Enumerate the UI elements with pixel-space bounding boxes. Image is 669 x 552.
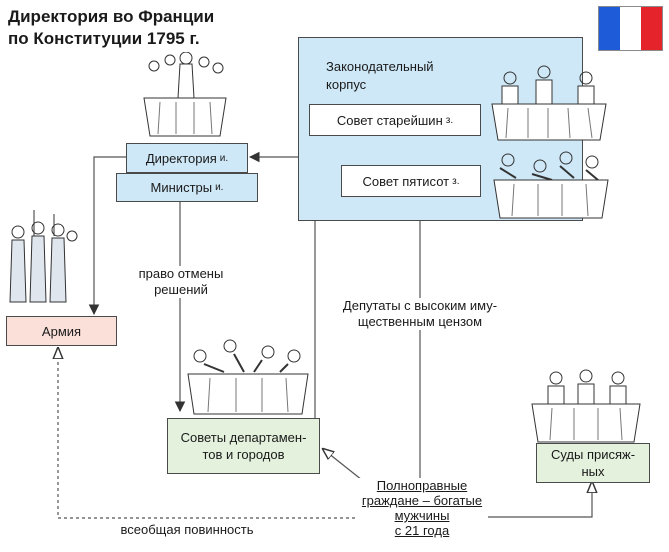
army-box: Армия	[6, 316, 117, 346]
army-soldiers-illustration	[9, 210, 78, 303]
diagram-title: Директория во Франции по Конституции 179…	[8, 6, 214, 50]
juries-line-2: ных	[581, 464, 605, 479]
deputies-label: Депутаты с высоким иму- щественным цензо…	[328, 298, 512, 330]
veto-right-label: право отмены решений	[128, 266, 234, 298]
arrow-citizens-to-juries	[484, 482, 592, 518]
flag-stripe-blue	[599, 7, 620, 50]
flag-stripe-red	[641, 7, 662, 50]
veto-line-1: право отмены	[138, 266, 224, 281]
ministers-mark: и.	[215, 182, 224, 193]
arrow-citizens-to-councils	[323, 449, 363, 481]
councils-line-1: Советы департамен-	[180, 430, 307, 445]
citizens-line-1: Полноправные	[376, 478, 468, 493]
juries-table-illustration	[531, 369, 641, 443]
flag-stripe-white	[620, 7, 641, 50]
five-hundred-table-illustration	[493, 151, 609, 219]
legislative-label-line-1: Законодательный	[326, 59, 434, 74]
directory-label: Директория	[145, 150, 217, 166]
directory-mark: и.	[219, 152, 229, 164]
ministers-label: Министры	[150, 180, 213, 195]
title-line-1: Директория во Франции	[8, 7, 215, 26]
juries-line-1: Суды присяж-	[550, 447, 636, 462]
council-of-elders-label: Совет старейшин	[336, 112, 443, 128]
councils-line-2: тов и городов	[202, 447, 285, 462]
council-of-elders-mark: з.	[445, 114, 454, 126]
jury-courts-box: Суды присяж- ных	[536, 443, 650, 483]
deputies-line-1: Депутаты с высоким иму-	[342, 298, 498, 313]
arrow-directory-to-army	[88, 156, 126, 316]
council-of-five-hundred-label: Совет пятисот	[362, 173, 450, 189]
citizens-line-4: с 21 года	[394, 523, 450, 538]
citizens-line-3: мужчины	[394, 508, 450, 523]
elders-table-illustration	[491, 65, 607, 141]
legislative-corps-label: Законодательный корпус	[326, 58, 434, 94]
citizens-line-2: граждане – богатые	[361, 493, 483, 508]
councils-table-illustration	[187, 339, 309, 415]
departmental-councils-box: Советы департамен- тов и городов	[167, 418, 320, 474]
universal-conscription-label: всеобщая повинность	[108, 522, 266, 538]
legislative-label-line-2: корпус	[326, 77, 367, 92]
deputies-line-2: щественным цензом	[357, 314, 483, 329]
directory-table-illustration	[143, 52, 227, 137]
veto-line-2: решений	[154, 282, 208, 297]
title-line-2: по Конституции 1795 г.	[8, 29, 200, 48]
council-of-five-hundred-mark: з.	[452, 175, 460, 187]
full-citizens-label: Полноправные граждане – богатые мужчины …	[356, 478, 488, 538]
arrow-conscription-to-army	[58, 348, 373, 519]
army-label: Армия	[41, 323, 82, 339]
french-flag-icon	[598, 6, 663, 51]
